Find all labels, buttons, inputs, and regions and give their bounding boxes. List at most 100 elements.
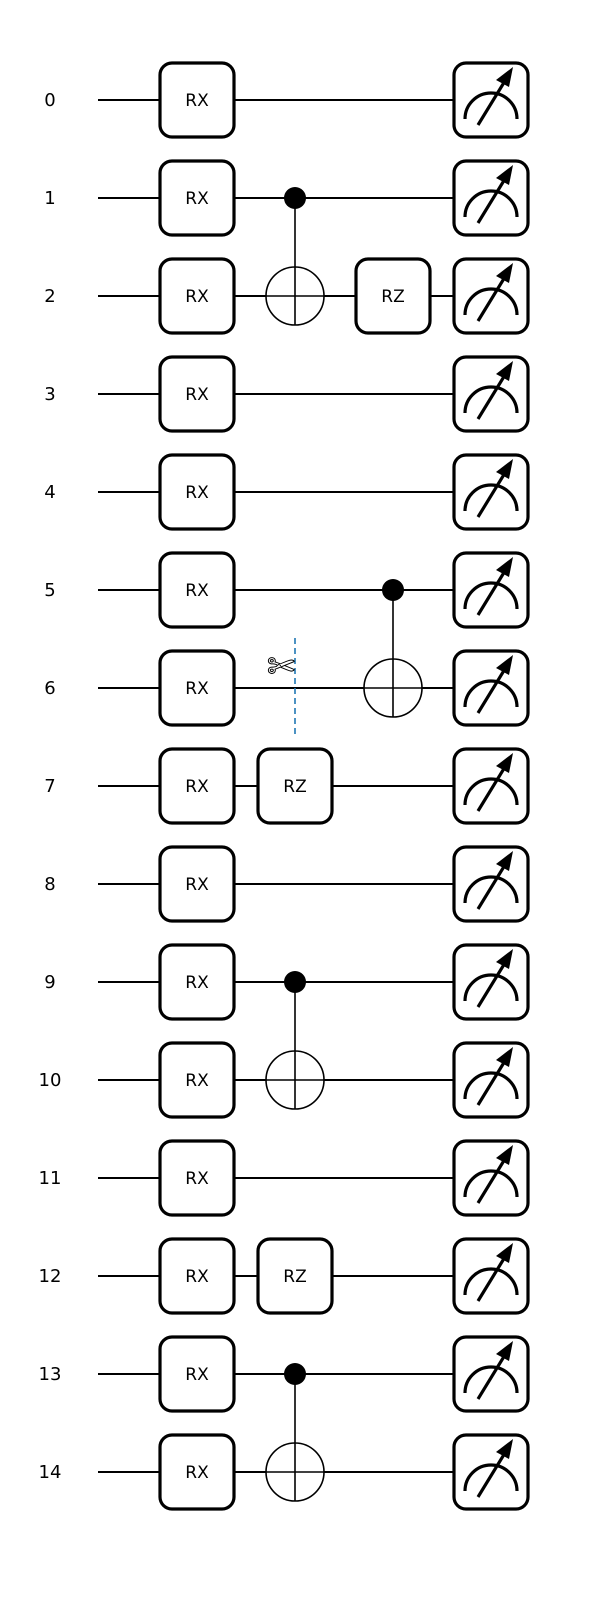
wire-label: 2	[44, 286, 55, 307]
rx-gate: RX	[158, 61, 236, 139]
meter-arrowhead	[496, 949, 513, 969]
meter-arc	[463, 91, 519, 120]
meter-arc	[463, 973, 519, 1002]
rz-gate: RZ	[256, 1237, 334, 1315]
control-dot	[284, 971, 306, 993]
meter-arc	[463, 189, 519, 218]
meter-icon	[452, 159, 530, 237]
rz-gate: RZ	[354, 257, 432, 335]
meter-box	[452, 1335, 530, 1413]
meter-arrowhead	[496, 165, 513, 185]
gate-box	[158, 1433, 236, 1511]
meter-box	[452, 1237, 530, 1315]
meter-needle	[476, 565, 510, 616]
meter-arc	[463, 287, 519, 316]
meter-needle	[476, 1251, 510, 1302]
wire-label: 1	[44, 188, 55, 209]
meter-icon	[452, 257, 530, 335]
meter-icon	[452, 943, 530, 1021]
cnot-target	[363, 658, 423, 718]
meter-arc	[463, 581, 519, 610]
meter-arrowhead	[496, 459, 513, 479]
gate-box	[158, 453, 236, 531]
meter-box	[452, 1041, 530, 1119]
meter-arrowhead	[496, 1341, 513, 1361]
wire-label: 4	[44, 482, 55, 503]
rx-gate: RX	[158, 551, 236, 629]
meter-needle	[476, 1153, 510, 1204]
meter-icon	[452, 61, 530, 139]
rx-gate: RX	[158, 1433, 236, 1511]
gate-label: RX	[185, 1463, 209, 1483]
gate-label: RX	[185, 189, 209, 209]
rx-gate: RX	[158, 747, 236, 825]
meter-arc	[463, 679, 519, 708]
meter-icon	[452, 747, 530, 825]
meter-needle	[476, 1447, 510, 1498]
control-dot	[284, 187, 306, 209]
gate-box	[158, 551, 236, 629]
gate-label: RX	[185, 1365, 209, 1385]
rx-gate: RX	[158, 1139, 236, 1217]
meter-icon	[452, 453, 530, 531]
meter-needle	[476, 663, 510, 714]
wire-label: 3	[44, 384, 55, 405]
meter-arrowhead	[496, 67, 513, 87]
meter-icon	[452, 551, 530, 629]
meter-arrowhead	[496, 1243, 513, 1263]
gate-box	[158, 845, 236, 923]
meter-arc	[463, 1071, 519, 1100]
meter-arrowhead	[496, 851, 513, 871]
gate-box	[158, 1139, 236, 1217]
meter-arrowhead	[496, 1047, 513, 1067]
wire-label: 5	[44, 580, 55, 601]
meter-box	[452, 453, 530, 531]
meter-arrowhead	[496, 263, 513, 283]
wire-label: 12	[39, 1266, 62, 1287]
control-dot	[284, 1363, 306, 1385]
meter-icon	[452, 1237, 530, 1315]
rx-gate: RX	[158, 257, 236, 335]
gate-label: RZ	[283, 1267, 306, 1287]
meter-needle	[476, 369, 510, 420]
meter-needle	[476, 467, 510, 518]
meter-icon	[452, 1139, 530, 1217]
meter-arc	[463, 385, 519, 414]
gate-box	[158, 747, 236, 825]
meter-arrowhead	[496, 655, 513, 675]
meter-arc	[463, 483, 519, 512]
meter-arrowhead	[496, 557, 513, 577]
gate-label: RX	[185, 581, 209, 601]
rx-gate: RX	[158, 943, 236, 1021]
cnot-target	[265, 266, 325, 326]
meter-arc	[463, 1463, 519, 1492]
gate-box	[158, 257, 236, 335]
cnot-target	[265, 1050, 325, 1110]
gate-box	[158, 943, 236, 1021]
meter-box	[452, 61, 530, 139]
wire-label: 7	[44, 776, 55, 797]
meter-needle	[476, 173, 510, 224]
meter-needle	[476, 957, 510, 1008]
gate-label: RX	[185, 875, 209, 895]
scissors-icon: ✄	[267, 647, 296, 687]
rx-gate: RX	[158, 159, 236, 237]
wire-label: 13	[39, 1364, 62, 1385]
gate-label: RX	[185, 385, 209, 405]
rx-gate: RX	[158, 453, 236, 531]
wire-label: 6	[44, 678, 55, 699]
gate-label: RX	[185, 679, 209, 699]
gate-box	[158, 1237, 236, 1315]
meter-needle	[476, 859, 510, 910]
wire-label: 10	[39, 1070, 62, 1091]
gate-label: RX	[185, 777, 209, 797]
gate-label: RX	[185, 91, 209, 111]
rx-gate: RX	[158, 1335, 236, 1413]
meter-box	[452, 943, 530, 1021]
meter-box	[452, 845, 530, 923]
meter-box	[452, 1139, 530, 1217]
meter-icon	[452, 1335, 530, 1413]
